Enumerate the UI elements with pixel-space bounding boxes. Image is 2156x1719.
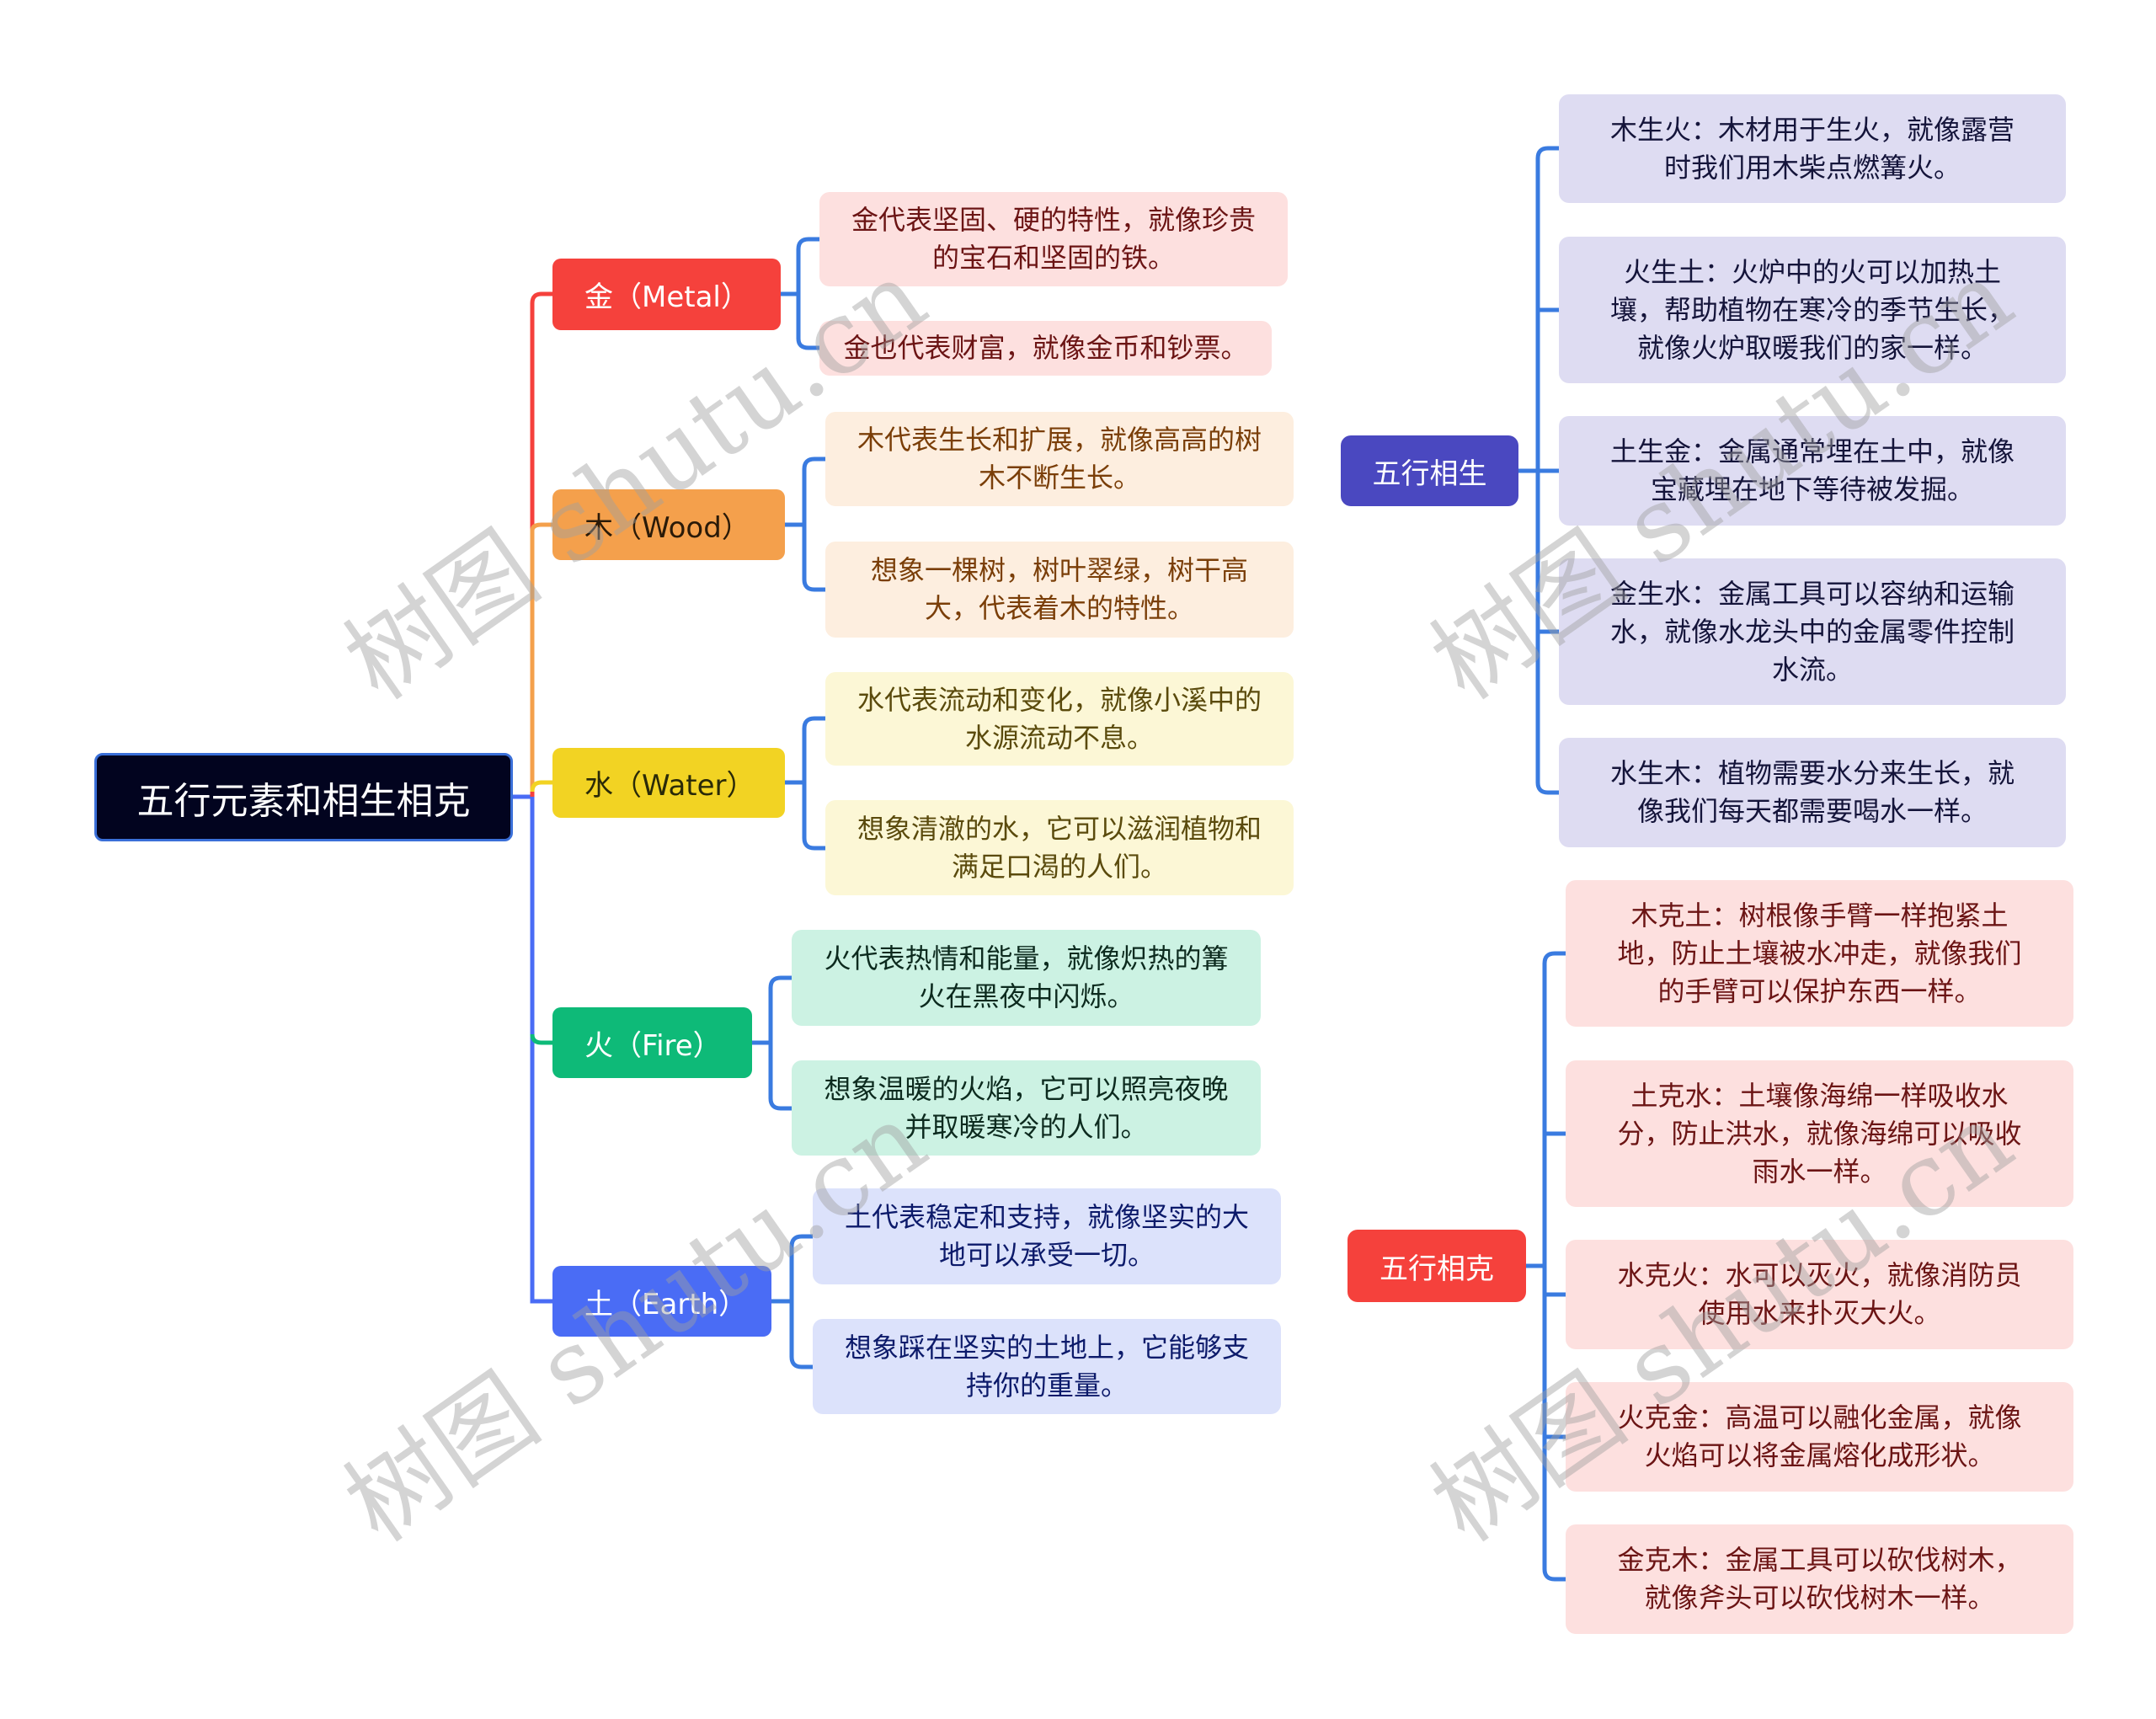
leaf-text: 火代表热情和能量，就像炽热的篝火在黑夜中闪烁。 bbox=[824, 942, 1229, 1012]
leaf-text: 金克木：金属工具可以砍伐树木，就像斧头可以砍伐树木一样。 bbox=[1617, 1544, 2022, 1614]
leaf-text: 土生金：金属通常埋在土中，就像宝藏埋在地下等待被发掘。 bbox=[1609, 435, 2015, 505]
leaf-text: 土克水：土壤像海绵一样吸收水分，防止洪水，就像海绵可以吸收雨水一样。 bbox=[1617, 1079, 2022, 1188]
leaf-earth-2[interactable]: 想象踩在坚实的土地上，它能够支持你的重量。 bbox=[813, 1319, 1281, 1414]
branch-wood-label: 木（Wood） bbox=[584, 510, 750, 545]
leaf-text: 金生水：金属工具可以容纳和运输水，就像水龙头中的金属零件控制水流。 bbox=[1609, 577, 2015, 686]
overcoming-leaf-5[interactable]: 金克木：金属工具可以砍伐树木，就像斧头可以砍伐树木一样。 bbox=[1566, 1524, 2073, 1634]
leaf-wood-2[interactable]: 想象一棵树，树叶翠绿，树干高大，代表着木的特性。 bbox=[825, 542, 1294, 638]
topic-overcoming[interactable]: 五行相克 bbox=[1348, 1230, 1526, 1302]
branch-water[interactable]: 水（Water） bbox=[552, 748, 785, 818]
leaf-wood-1[interactable]: 木代表生长和扩展，就像高高的树木不断生长。 bbox=[825, 412, 1294, 506]
branch-earth[interactable]: 土（Earth） bbox=[552, 1266, 771, 1337]
generating-leaf-4[interactable]: 金生水：金属工具可以容纳和运输水，就像水龙头中的金属零件控制水流。 bbox=[1559, 558, 2066, 705]
leaf-text: 金也代表财富，就像金币和钞票。 bbox=[843, 332, 1248, 364]
branch-metal[interactable]: 金（Metal） bbox=[552, 259, 781, 330]
leaf-earth-1[interactable]: 土代表稳定和支持，就像坚实的大地可以承受一切。 bbox=[813, 1188, 1281, 1284]
topic-generating-label: 五行相生 bbox=[1372, 456, 1487, 491]
generating-leaf-1[interactable]: 木生火：木材用于生火，就像露营时我们用木柴点燃篝火。 bbox=[1559, 94, 2066, 203]
leaf-text: 木克土：树根像手臂一样抱紧土地，防止土壤被水冲走，就像我们的手臂可以保护东西一样… bbox=[1617, 899, 2022, 1007]
branch-fire-label: 火（Fire） bbox=[584, 1028, 722, 1063]
topic-generating[interactable]: 五行相生 bbox=[1341, 435, 1518, 506]
leaf-text: 火克金：高温可以融化金属，就像火焰可以将金属熔化成形状。 bbox=[1617, 1401, 2022, 1471]
leaf-text: 火生土：火炉中的火可以加热土壤，帮助植物在寒冷的季节生长，就像火炉取暖我们的家一… bbox=[1609, 255, 2015, 364]
overcoming-leaf-1[interactable]: 木克土：树根像手臂一样抱紧土地，防止土壤被水冲走，就像我们的手臂可以保护东西一样… bbox=[1566, 880, 2073, 1027]
overcoming-leaf-4[interactable]: 火克金：高温可以融化金属，就像火焰可以将金属熔化成形状。 bbox=[1566, 1382, 2073, 1492]
overcoming-leaf-2[interactable]: 土克水：土壤像海绵一样吸收水分，防止洪水，就像海绵可以吸收雨水一样。 bbox=[1566, 1060, 2073, 1207]
branch-water-label: 水（Water） bbox=[584, 769, 755, 803]
branch-wood[interactable]: 木（Wood） bbox=[552, 489, 785, 560]
leaf-text: 水代表流动和变化，就像小溪中的水源流动不息。 bbox=[857, 683, 1262, 754]
leaf-text: 水克火：水可以灭火，就像消防员使用水来扑灭大火。 bbox=[1617, 1259, 2022, 1329]
leaf-text: 木生火：木材用于生火，就像露营时我们用木柴点燃篝火。 bbox=[1609, 113, 2015, 184]
leaf-text: 想象清澈的水，它可以滋润植物和满足口渴的人们。 bbox=[857, 812, 1262, 883]
leaf-fire-1[interactable]: 火代表热情和能量，就像炽热的篝火在黑夜中闪烁。 bbox=[792, 930, 1261, 1026]
root-topic-label: 五行元素和相生相克 bbox=[136, 779, 471, 823]
leaf-text: 想象温暖的火焰，它可以照亮夜晚并取暖寒冷的人们。 bbox=[824, 1072, 1229, 1143]
leaf-text: 木代表生长和扩展，就像高高的树木不断生长。 bbox=[857, 424, 1262, 494]
leaf-text: 金代表坚固、硬的特性，就像珍贵的宝石和坚固的铁。 bbox=[851, 204, 1256, 274]
leaf-fire-2[interactable]: 想象温暖的火焰，它可以照亮夜晚并取暖寒冷的人们。 bbox=[792, 1060, 1261, 1156]
overcoming-leaf-3[interactable]: 水克火：水可以灭火，就像消防员使用水来扑灭大火。 bbox=[1566, 1240, 2073, 1349]
generating-leaf-3[interactable]: 土生金：金属通常埋在土中，就像宝藏埋在地下等待被发掘。 bbox=[1559, 416, 2066, 526]
generating-leaf-5[interactable]: 水生木：植物需要水分来生长，就像我们每天都需要喝水一样。 bbox=[1559, 738, 2066, 847]
topic-overcoming-label: 五行相克 bbox=[1380, 1252, 1494, 1286]
leaf-text: 想象一棵树，树叶翠绿，树干高大，代表着木的特性。 bbox=[870, 554, 1248, 624]
leaf-text: 想象踩在坚实的土地上，它能够支持你的重量。 bbox=[844, 1331, 1249, 1401]
branch-fire[interactable]: 火（Fire） bbox=[552, 1007, 752, 1078]
branch-metal-label: 金（Metal） bbox=[584, 280, 750, 314]
root-topic[interactable]: 五行元素和相生相克 bbox=[94, 753, 513, 841]
leaf-water-1[interactable]: 水代表流动和变化，就像小溪中的水源流动不息。 bbox=[825, 672, 1294, 766]
leaf-water-2[interactable]: 想象清澈的水，它可以滋润植物和满足口渴的人们。 bbox=[825, 800, 1294, 895]
leaf-text: 水生木：植物需要水分来生长，就像我们每天都需要喝水一样。 bbox=[1609, 757, 2015, 827]
branch-earth-label: 土（Earth） bbox=[584, 1287, 748, 1321]
leaf-text: 土代表稳定和支持，就像坚实的大地可以承受一切。 bbox=[844, 1201, 1249, 1271]
leaf-metal-2[interactable]: 金也代表财富，就像金币和钞票。 bbox=[819, 321, 1272, 376]
generating-leaf-2[interactable]: 火生土：火炉中的火可以加热土壤，帮助植物在寒冷的季节生长，就像火炉取暖我们的家一… bbox=[1559, 237, 2066, 383]
leaf-metal-1[interactable]: 金代表坚固、硬的特性，就像珍贵的宝石和坚固的铁。 bbox=[819, 192, 1288, 286]
